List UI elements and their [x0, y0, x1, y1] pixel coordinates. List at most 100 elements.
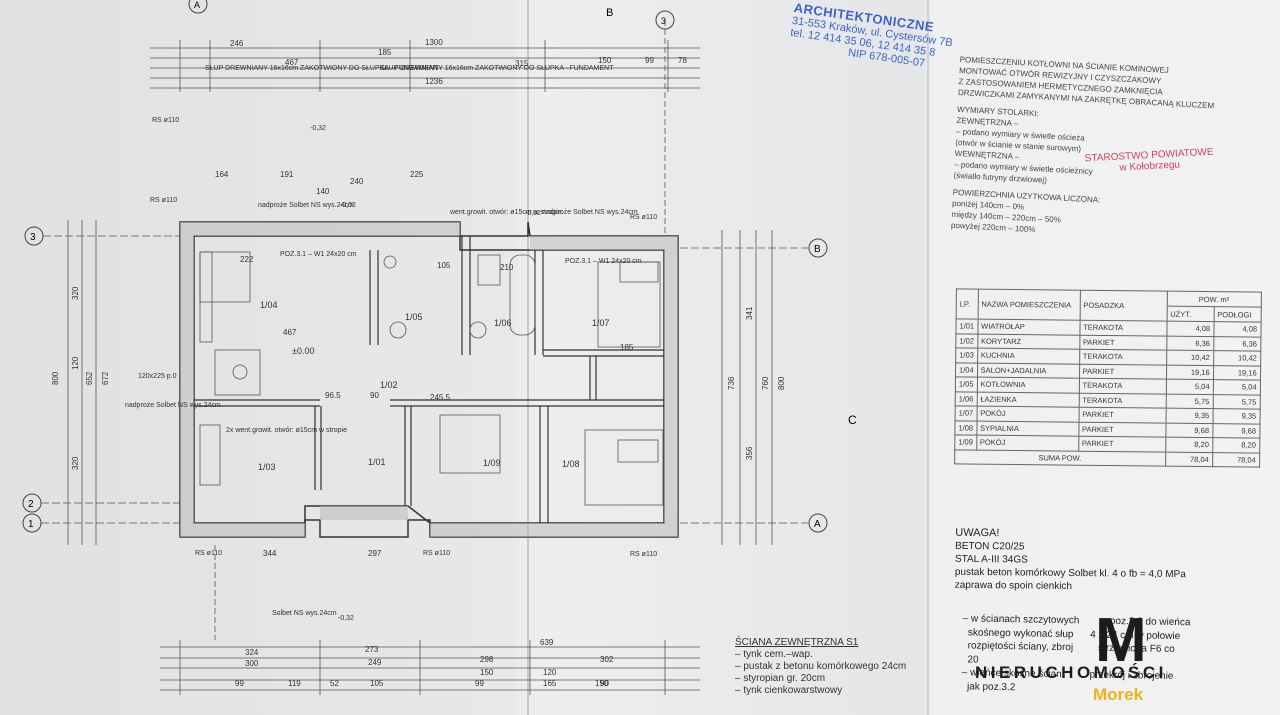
- dim-150: 150: [598, 56, 612, 65]
- cell-lp: 1/06: [955, 391, 977, 407]
- dim-652: 652: [85, 371, 94, 385]
- cell-usable: 5,04: [1165, 379, 1214, 395]
- cell-name: SALON+JADALNIA: [977, 362, 1080, 379]
- svg-text:-0,32: -0,32: [338, 615, 354, 622]
- cell-floor: PARKIET: [1078, 407, 1166, 423]
- interior-walls: [194, 236, 664, 523]
- cell-name: KUCHNIA: [977, 348, 1080, 364]
- header-floor-area: PODŁOGI: [1213, 306, 1261, 323]
- cell-usable: 5,75: [1165, 393, 1213, 409]
- dim-78: 78: [678, 56, 687, 65]
- cell-floor: PARKIET: [1078, 421, 1166, 438]
- cell-lp: 1/07: [955, 405, 977, 421]
- post-note-1: SŁUP DREWNIANY 16x16cm ZAKOTWIONY DO SŁU…: [205, 65, 439, 72]
- cell-lp: 1/08: [954, 420, 977, 436]
- header-area: POW. m²: [1166, 291, 1262, 308]
- svg-text:297: 297: [368, 549, 382, 558]
- cell-floor-area: 4,08: [1213, 321, 1261, 337]
- svg-text:nadproże Solbet NS wys.24cm: nadproże Solbet NS wys.24cm: [125, 402, 221, 409]
- cell-usable: 19,16: [1166, 364, 1214, 380]
- wall-layer: – tynk cienkowarstwowy: [735, 685, 843, 696]
- wall-hatching: [180, 222, 678, 537]
- room-label-1-08: 1/08: [562, 459, 580, 469]
- svg-text:324: 324: [245, 648, 259, 657]
- svg-text:90: 90: [370, 391, 379, 400]
- svg-text:150: 150: [480, 668, 494, 677]
- dim-320-top: 320: [71, 286, 80, 300]
- svg-text:119: 119: [288, 679, 301, 688]
- wall-layer: – tynk cem.–wap.: [735, 649, 813, 660]
- outer-wall-spec: ŚCIANA ZEWNĘTRZNA S1 – tynk cem.–wap. – …: [735, 637, 906, 697]
- room-label-1-07: 1/07: [592, 318, 610, 328]
- cell-floor: TERAKOTA: [1078, 392, 1166, 409]
- axis-lines: [41, 235, 808, 524]
- outer-wall-title: ŚCIANA ZEWNĘTRZNA S1: [735, 637, 859, 648]
- svg-text:52: 52: [330, 679, 339, 688]
- room-label-1-03: 1/03: [258, 462, 276, 472]
- bottom-dimension-values: 639 324 273 298 302 300 249 150 120 99 1…: [235, 549, 614, 688]
- svg-text:2x went.growit. otwór: ø15cm w: 2x went.growit. otwór: ø15cm w stropie: [226, 427, 347, 434]
- cell-usable: 8,20: [1165, 437, 1213, 453]
- svg-text:Solbet NS wys.24cm: Solbet NS wys.24cm: [272, 610, 337, 617]
- dim-185: 185: [378, 48, 392, 57]
- dim-1300: 1300: [425, 38, 443, 47]
- cell-name: SYPIALNIA: [976, 420, 1079, 437]
- svg-text:222: 222: [240, 255, 254, 264]
- axis-label-top-b: B: [606, 7, 613, 19]
- svg-text:RS ø110: RS ø110: [423, 550, 450, 557]
- svg-text:nadproże Solbet NS wys.24cm: nadproże Solbet NS wys.24cm: [258, 202, 354, 209]
- svg-text:150: 150: [595, 679, 609, 688]
- cell-floor: TERAKOTA: [1079, 320, 1167, 336]
- wall-layer: – pustak z betonu komórkowego 24cm: [735, 661, 907, 672]
- svg-text:nadproże Solbet NS wys.24cm: nadproże Solbet NS wys.24cm: [542, 209, 638, 216]
- axis-label-2: 2: [28, 499, 34, 510]
- svg-text:298: 298: [480, 655, 494, 664]
- axis-label-top-3: 3: [661, 16, 666, 26]
- dim-320-bottom: 320: [71, 456, 80, 470]
- svg-text:-0,32: -0,32: [310, 125, 326, 132]
- dim-1236: 1236: [425, 77, 443, 86]
- svg-text:RS ø110: RS ø110: [630, 551, 657, 558]
- side-dimension-values: 800 652 320 120 320 672 736 800 341 356 …: [51, 286, 786, 470]
- cell-lp: 1/01: [955, 318, 978, 334]
- cell-usable: 4,08: [1166, 321, 1214, 337]
- svg-text:-0,02: -0,02: [340, 202, 356, 209]
- svg-text:99: 99: [235, 679, 244, 688]
- axis-bubble-top-a: [188, 0, 208, 14]
- axis-label-a: A: [814, 519, 821, 530]
- room-label-1-09: 1/09: [483, 458, 501, 468]
- cell-floor-area: 9,35: [1212, 408, 1260, 424]
- room-label-1-06: 1/06: [494, 318, 512, 328]
- svg-text:639: 639: [540, 638, 554, 647]
- dim-246: 246: [230, 39, 244, 48]
- outer-walls: [179, 221, 679, 538]
- svg-text:99: 99: [475, 679, 484, 688]
- svg-text:140: 140: [316, 187, 330, 196]
- header-usable: UŻYT.: [1166, 306, 1214, 322]
- svg-text:POZ.3.1 – W1 24x20 cm: POZ.3.1 – W1 24x20 cm: [565, 258, 642, 265]
- cell-lp: 1/04: [955, 362, 978, 378]
- svg-text:105: 105: [370, 679, 384, 688]
- bottom-dimension-lines: [160, 545, 700, 695]
- room-labels: 1/04 1/05 1/06 1/07 1/02 1/03 1/01 1/09 …: [258, 300, 610, 472]
- dim-467: 467: [285, 58, 299, 67]
- svg-text:191: 191: [280, 170, 294, 179]
- cell-floor: TERAKOTA: [1078, 378, 1167, 394]
- dim-736: 736: [727, 376, 736, 390]
- header-lp: LP.: [956, 288, 979, 320]
- dim-800-right: 800: [777, 376, 786, 390]
- header-name: NAZWA POMIESZCZENIA: [977, 289, 1081, 321]
- svg-text:RS ø110: RS ø110: [630, 214, 657, 221]
- svg-text:240: 240: [350, 177, 364, 186]
- cell-name: ŁAZIENKA: [976, 391, 1079, 408]
- cell-usable: 9,68: [1165, 422, 1213, 438]
- svg-text:96.5: 96.5: [325, 391, 341, 400]
- cell-floor-area: 9,68: [1212, 423, 1260, 439]
- svg-text:225: 225: [410, 170, 424, 179]
- svg-text:164: 164: [215, 170, 229, 179]
- cell-lp: 1/05: [955, 376, 978, 392]
- post-note-2: SŁUP DREWNIANY 16x16cm ZAKOTWIONY DO SŁU…: [380, 65, 614, 72]
- svg-text:POZ.3.1 – W1 24x20 cm: POZ.3.1 – W1 24x20 cm: [280, 251, 357, 258]
- svg-text:RS ø110: RS ø110: [150, 197, 177, 204]
- cell-floor: TERAKOTA: [1079, 349, 1167, 365]
